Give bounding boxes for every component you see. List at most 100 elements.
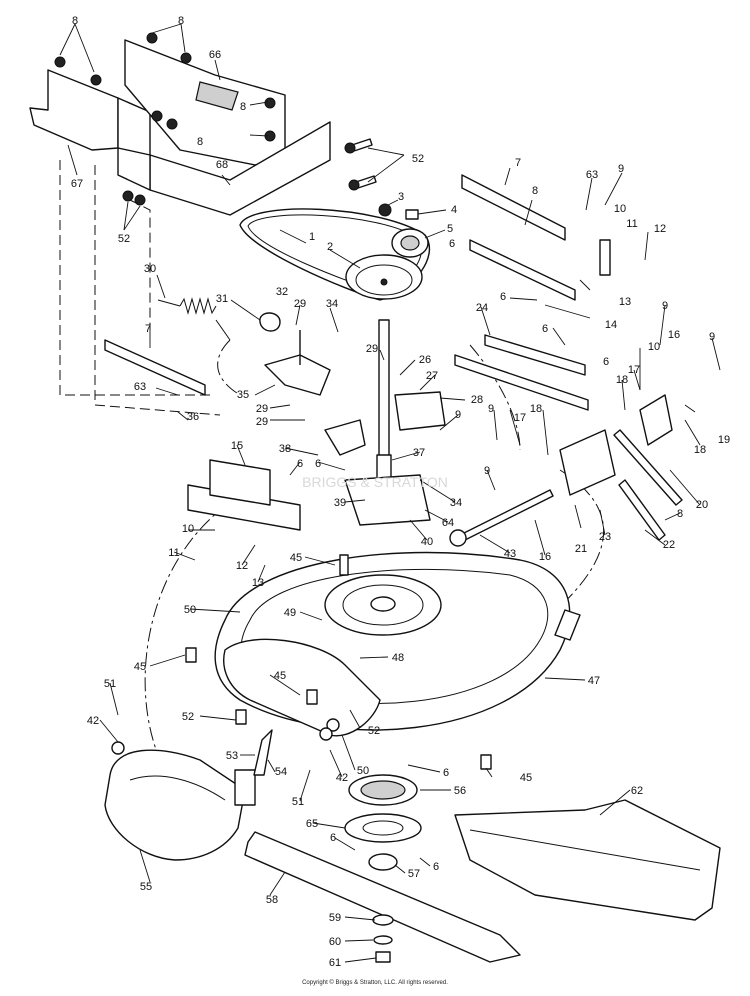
callout: 64 — [442, 517, 454, 529]
callout: 18 — [530, 403, 542, 415]
callout: 55 — [140, 881, 152, 893]
callout: 6 — [500, 291, 506, 303]
callout: 9 — [618, 163, 624, 175]
callout: 52 — [368, 725, 380, 737]
callout: 43 — [504, 548, 516, 560]
shield-bolts — [122, 138, 377, 206]
callout: 6 — [330, 832, 336, 844]
callout: 39 — [334, 497, 346, 509]
callout: 2 — [327, 241, 333, 253]
callout: 12 — [236, 560, 248, 572]
callout: 59 — [329, 912, 341, 924]
callout: 6 — [443, 767, 449, 779]
callout: 6 — [449, 238, 455, 250]
idler-pulley — [378, 203, 429, 258]
callout: 21 — [575, 543, 587, 555]
callout: 57 — [408, 868, 420, 880]
callout: 42 — [336, 772, 348, 784]
callout: 54 — [275, 766, 287, 778]
callout: 13 — [252, 577, 264, 589]
callout: 8 — [677, 508, 683, 520]
center-levers — [324, 391, 446, 526]
callout: 58 — [266, 894, 278, 906]
callout: 10 — [182, 523, 194, 535]
callout: 67 — [71, 178, 83, 190]
callout: 36 — [187, 411, 199, 423]
spindle-shaft — [376, 319, 392, 484]
callout: 38 — [279, 443, 291, 455]
callout: 16 — [668, 329, 680, 341]
callout: 27 — [426, 370, 438, 382]
callout: 34 — [326, 298, 338, 310]
callout: 17 — [628, 364, 640, 376]
callout: 45 — [134, 661, 146, 673]
callout: 14 — [605, 319, 617, 331]
callout: 52 — [182, 711, 194, 723]
callout: 1 — [309, 231, 315, 243]
bracket-right-upper — [461, 174, 611, 301]
callout: 10 — [614, 203, 626, 215]
bracket-left — [104, 339, 301, 531]
callout: 45 — [520, 772, 532, 784]
callout: 6 — [315, 458, 321, 470]
blade-washers — [372, 914, 394, 963]
callout: 8 — [72, 15, 78, 27]
rod-with-knob — [449, 489, 554, 547]
height-adjust-rod — [613, 429, 683, 541]
callout: 65 — [306, 818, 318, 830]
callout: 6 — [433, 861, 439, 873]
callout: 15 — [231, 440, 243, 452]
callout: 19 — [718, 434, 730, 446]
callout: 63 — [586, 169, 598, 181]
callout: 8 — [240, 101, 246, 113]
callout: 6 — [603, 356, 609, 368]
callout: 11 — [168, 547, 179, 559]
callout: 8 — [178, 15, 184, 27]
spindle-pulley — [345, 254, 423, 300]
callout: 37 — [413, 447, 425, 459]
callout: 66 — [209, 49, 221, 61]
callout: 31 — [216, 293, 228, 305]
callout: 20 — [696, 499, 708, 511]
callout: 29 — [366, 343, 378, 355]
callout: 63 — [134, 381, 146, 393]
callout: 7 — [515, 157, 521, 169]
leader-lines — [59, 23, 721, 963]
callout: 50 — [357, 765, 369, 777]
callout: 3 — [398, 191, 404, 203]
callout: 29 — [294, 298, 306, 310]
callout: 18 — [616, 374, 628, 386]
callout: 4 — [451, 204, 457, 216]
callout: 45 — [274, 670, 286, 682]
callout: 50 — [184, 604, 196, 616]
callout: 11 — [626, 218, 637, 230]
callout: 29 — [256, 403, 268, 415]
callout: 24 — [476, 302, 488, 314]
callout: 51 — [292, 796, 304, 808]
callout: 53 — [226, 750, 238, 762]
callout: 18 — [694, 444, 706, 456]
callout: 8 — [532, 185, 538, 197]
callout: 60 — [329, 936, 341, 948]
shield-nuts — [54, 32, 276, 142]
callout: 52 — [118, 233, 130, 245]
idler-arm — [259, 312, 331, 396]
callout: 48 — [392, 652, 404, 664]
callout: 12 — [654, 223, 666, 235]
callout: 45 — [290, 552, 302, 564]
callout: 52 — [412, 153, 424, 165]
callout: 7 — [145, 323, 151, 335]
callout: 5 — [447, 223, 453, 235]
callout: 40 — [421, 536, 433, 548]
callout: 23 — [599, 531, 611, 543]
callout: 56 — [454, 785, 466, 797]
blade-adapter — [344, 774, 422, 871]
callout: 10 — [648, 341, 660, 353]
callout: 8 — [197, 136, 203, 148]
discharge-chute — [104, 749, 256, 861]
idler-spring — [157, 297, 231, 341]
callout: 51 — [104, 678, 116, 690]
callout: 17 — [514, 412, 526, 424]
deck-front-baffle — [223, 638, 381, 737]
callout: 9 — [709, 331, 715, 343]
